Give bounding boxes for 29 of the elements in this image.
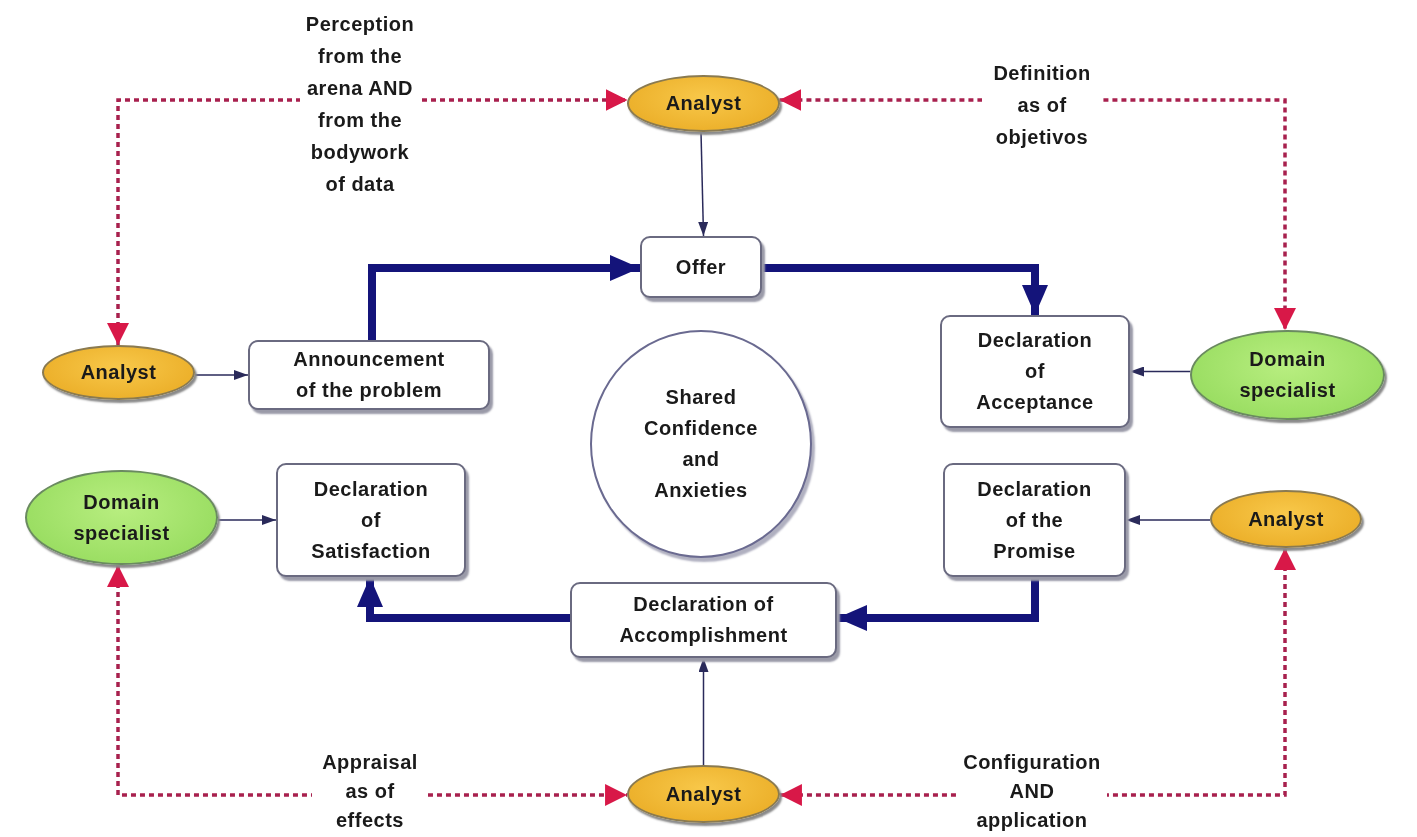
arrow [698,657,709,766]
arrow [698,131,709,237]
process-box [940,315,1130,428]
node-label: Analyst [1248,506,1324,532]
node-label: Offer [675,254,727,280]
node-label: Domain specialist [72,489,171,546]
process-box [570,582,837,658]
process-box [640,236,762,298]
process-box [248,340,490,410]
node-label: Declaration of the Promise [977,476,1092,564]
node-label: Analyst [80,360,157,385]
node-label: Declaration of Accomplishment [618,592,789,648]
arrow [368,255,640,340]
process-box [943,463,1126,577]
node-label: Announcement of the problem [292,347,446,403]
arrow [762,264,1048,315]
arrow [1129,366,1192,377]
node-label: Declaration of Satisfaction [310,476,432,564]
arrow [217,515,277,525]
node-label: Declaration of Acceptance [975,328,1095,415]
node-label: Analyst [665,91,742,116]
node-label: Domain specialist [1238,347,1337,403]
node-label: Shared Confidence and Anxieties [644,385,758,503]
node-label: Analyst [665,781,742,807]
arrow [193,370,249,380]
process-box [276,463,466,577]
arrow [357,577,570,622]
arrow [837,577,1039,631]
arrow [1125,515,1211,525]
